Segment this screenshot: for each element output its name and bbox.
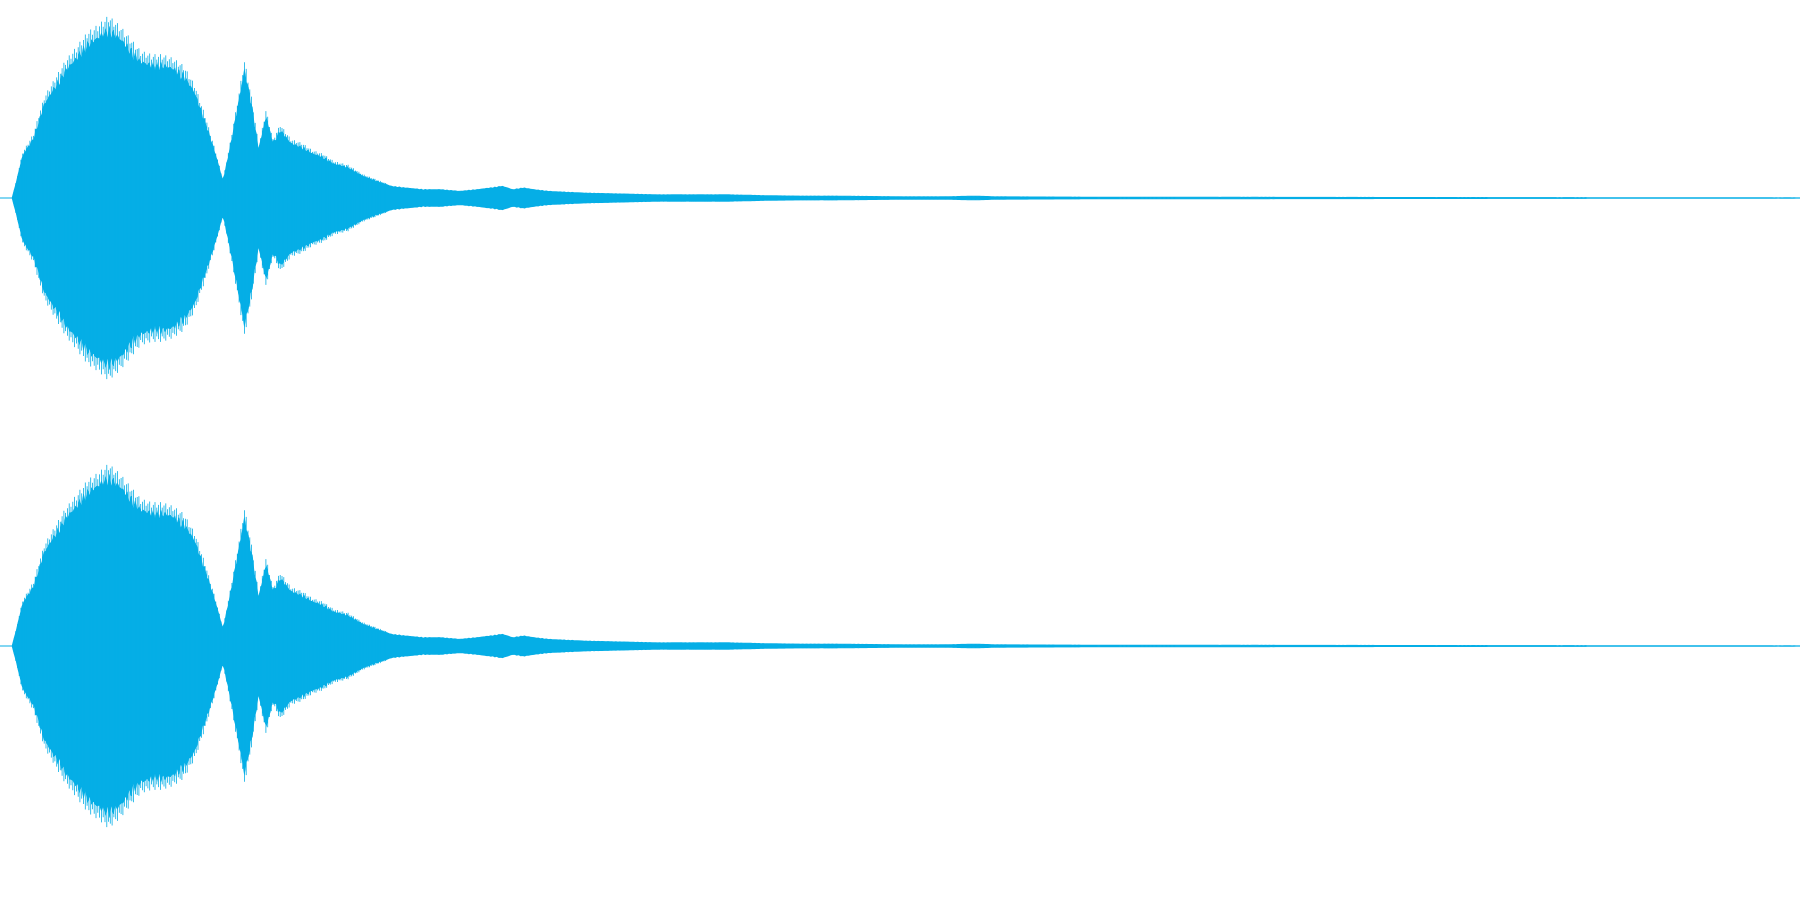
waveform-channel-2[interactable] [0, 464, 1800, 828]
waveform-envelope [11, 26, 1800, 370]
waveform-channel-1[interactable] [0, 16, 1800, 380]
waveform-envelope [11, 474, 1800, 818]
